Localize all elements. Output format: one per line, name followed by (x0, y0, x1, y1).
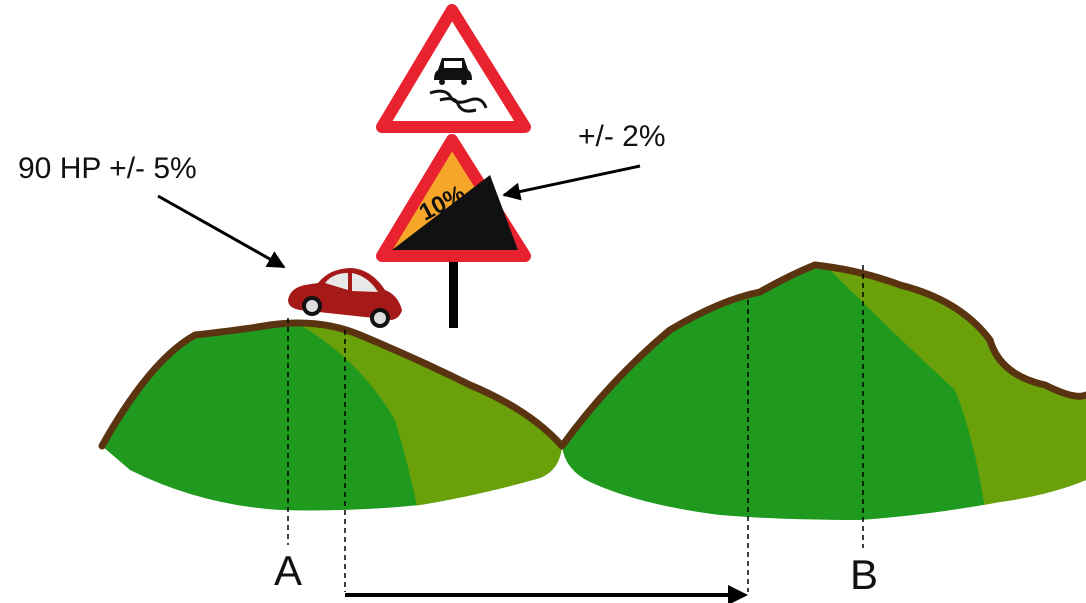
power-label: 90 HP +/- 5% (18, 152, 197, 185)
car-icon (288, 268, 402, 328)
point-b-label: B (850, 551, 878, 598)
slippery-road-sign-icon (376, 4, 531, 133)
reference-lines (287, 265, 864, 592)
grade-tolerance-label: +/- 2% (578, 120, 666, 153)
sign-post (449, 255, 458, 328)
power-arrow (157, 194, 286, 269)
right-hill (558, 261, 1086, 520)
steep-grade-sign-icon: 10% (376, 134, 531, 262)
grade-arrow (502, 164, 641, 201)
point-a-label: A (274, 547, 302, 594)
left-hill (98, 319, 566, 511)
